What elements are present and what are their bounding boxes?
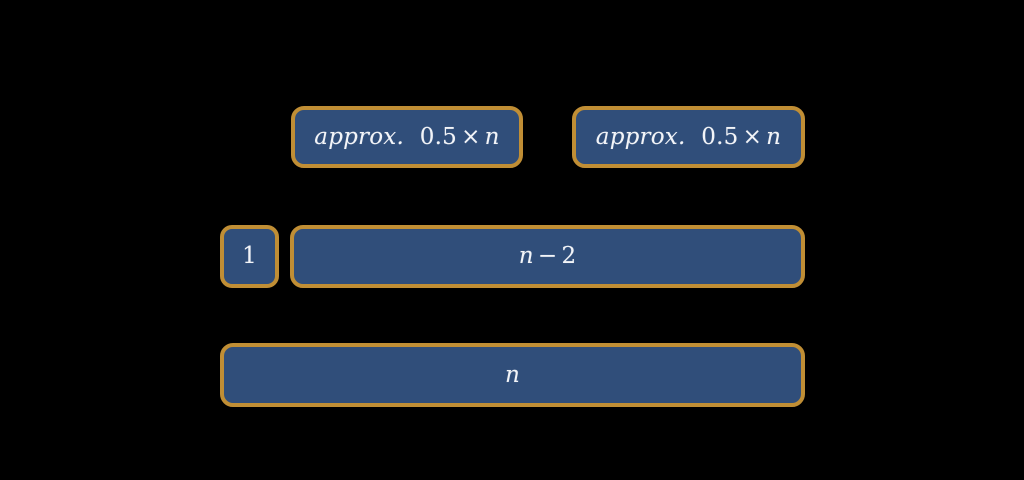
space-right (685, 124, 701, 150)
box-remainder-label: n−2 (519, 245, 577, 268)
row-halves: approx. 0.5×n approx. 0.5×n (291, 106, 805, 168)
two-number-remainder: 2 (561, 243, 577, 269)
times-operator-left: × (461, 123, 481, 150)
box-half-left: approx. 0.5×n (291, 106, 523, 168)
approx-word-left: approx. (314, 123, 404, 150)
times-operator-right: × (742, 123, 763, 150)
box-half-right-label: approx. 0.5×n (595, 123, 782, 150)
half-number-right: 0.5 (701, 123, 739, 150)
minus-operator-remainder: − (537, 243, 558, 269)
n-variable-whole: n (504, 361, 520, 388)
n-variable-left: n (484, 123, 500, 150)
gap-between-halves (523, 106, 572, 168)
n-variable-right: n (766, 123, 782, 150)
box-pivot: 1 (220, 225, 279, 288)
row-whole: n (220, 343, 805, 407)
approx-word-right: approx. (595, 123, 686, 150)
box-remainder: n−2 (290, 225, 805, 288)
box-whole-label: n (504, 361, 520, 388)
box-pivot-label: 1 (242, 243, 257, 269)
n-variable-remainder: n (518, 243, 534, 269)
half-number-left: 0.5 (419, 123, 457, 150)
space-left (404, 124, 420, 150)
gap-after-pivot (279, 225, 290, 288)
box-half-left-label: approx. 0.5×n (314, 123, 500, 150)
row-split: 1 n−2 (220, 225, 805, 288)
box-whole: n (220, 343, 805, 407)
box-half-right: approx. 0.5×n (572, 106, 805, 168)
